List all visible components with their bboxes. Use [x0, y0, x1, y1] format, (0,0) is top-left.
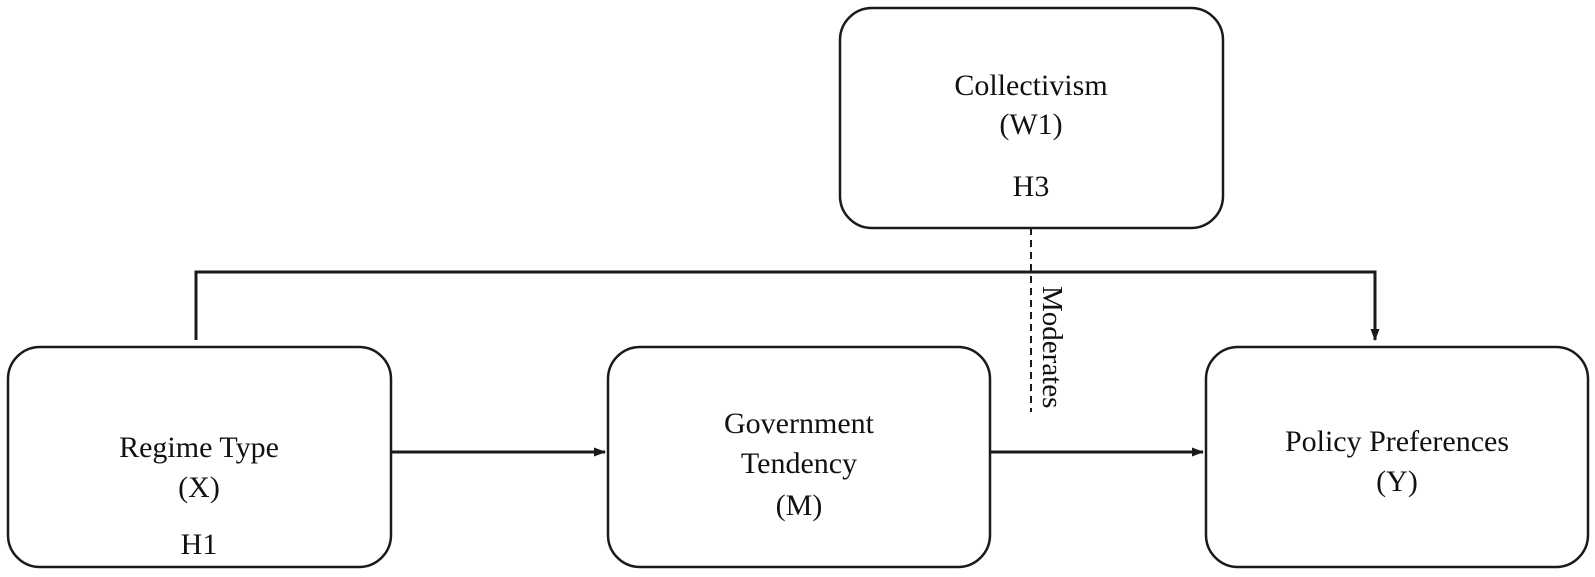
regime-type-box: [6, 345, 393, 569]
policy-preferences-box: [1204, 345, 1590, 569]
government-tendency-symbol: (M): [776, 489, 823, 522]
government-tendency-box: [606, 345, 992, 569]
policy-preferences-symbol: (Y): [1376, 465, 1418, 498]
node-regime-type: Regime Type (X) H1: [6, 345, 393, 569]
collectivism-name: Collectivism: [954, 69, 1107, 102]
regime-type-symbol: (X): [178, 471, 220, 504]
edge-x-to-y-direct: [194, 270, 1380, 341]
edges: Moderates: [194, 228, 1380, 457]
collectivism-box: [838, 6, 1225, 230]
regime-type-name: Regime Type: [119, 431, 279, 464]
regime-type-hypothesis: H1: [181, 528, 218, 561]
policy-preferences-name: Policy Preferences: [1285, 425, 1509, 458]
government-tendency-name-line2: Tendency: [741, 447, 857, 480]
government-tendency-name-line1: Government: [724, 407, 875, 440]
node-government-tendency: Government Tendency (M): [606, 345, 992, 569]
node-collectivism: Collectivism (W1) H3: [838, 6, 1225, 230]
collectivism-symbol: (W1): [999, 108, 1062, 141]
moderates-label: Moderates: [1036, 286, 1068, 408]
node-policy-preferences: Policy Preferences (Y): [1204, 345, 1590, 569]
collectivism-hypothesis: H3: [1013, 170, 1050, 203]
